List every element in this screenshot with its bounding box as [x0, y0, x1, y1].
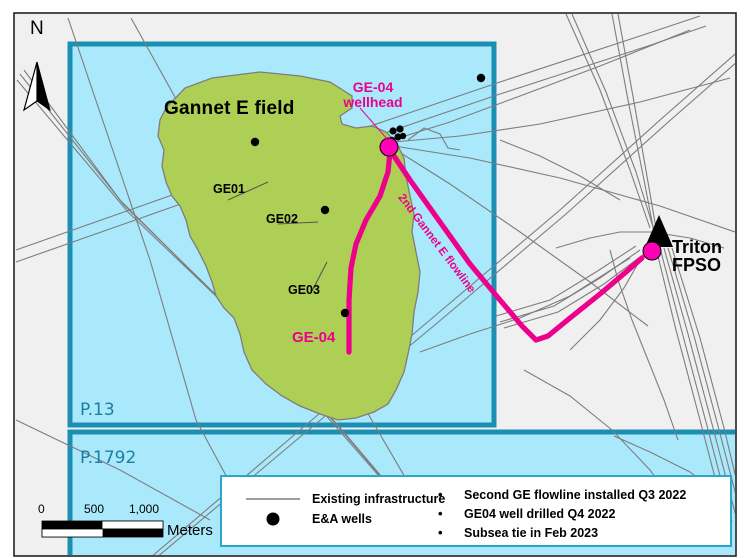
- scale-unit-label: Meters: [167, 522, 213, 539]
- legend-note-1: Second GE flowline installed Q3 2022: [464, 487, 687, 502]
- legend-bullet-icon: •: [438, 506, 443, 521]
- scale-bar: [41, 520, 164, 538]
- well-label-ge04: GE-04: [292, 329, 336, 346]
- north-letter-label: N: [30, 18, 44, 39]
- triton-fpso-marker[interactable]: [642, 215, 673, 261]
- legend-item-ea-wells: E&A wells: [242, 509, 445, 529]
- legend-note-row: • Second GE flowline installed Q3 2022: [438, 485, 686, 504]
- north-arrow-shadow: [36, 61, 51, 112]
- legend-item-infrastructure: Existing infrastructure: [242, 489, 445, 509]
- line-symbol-icon: [246, 498, 300, 500]
- ge04-wellhead-label-line2: wellhead: [343, 93, 403, 110]
- ea-well-dot: [476, 73, 486, 83]
- triton-fpso-label: Triton FPSO: [672, 238, 722, 275]
- ea-well-dot: [250, 137, 260, 147]
- well-label-ge01: GE01: [213, 182, 245, 196]
- wellhead-dot-cluster: [388, 125, 407, 144]
- wellhead-symbol: [379, 137, 399, 157]
- legend-label-ea-wells: E&A wells: [312, 512, 372, 526]
- flowline-well-segment: [346, 149, 393, 355]
- legend-note-3: Subsea tie in Feb 2023: [464, 525, 599, 540]
- legend-note-2: GE04 well drilled Q4 2022: [464, 506, 616, 521]
- well-label-leaders: [227, 181, 328, 292]
- scale-tick-0: 0: [38, 502, 45, 516]
- license-block-label-p13: P.13: [80, 400, 115, 420]
- scale-tick-500: 500: [84, 502, 105, 516]
- license-block-label-p1792: P.1792: [80, 448, 137, 468]
- well-label-ge02: GE02: [266, 212, 298, 226]
- ea-well-dot: [320, 205, 330, 215]
- fpso-label-line2: FPSO: [672, 255, 722, 276]
- scale-tick-1000: 1,000: [129, 502, 160, 516]
- second-gannet-e-flowline: [346, 147, 645, 355]
- north-arrow: [22, 61, 51, 112]
- wellhead-leader-line: [359, 107, 389, 141]
- well-label-ge03: GE03: [288, 283, 320, 297]
- legend-note-row: • Subsea tie in Feb 2023: [438, 523, 686, 542]
- fpso-tie-in-symbol: [642, 241, 662, 261]
- legend-label-infrastructure: Existing infrastructure: [312, 492, 446, 506]
- gannet-e-field-polygon: [157, 71, 421, 421]
- legend-notes: • Second GE flowline installed Q3 2022 •…: [438, 485, 686, 542]
- ea-well-dot: [340, 308, 350, 318]
- legend-bullet-icon: •: [438, 525, 443, 540]
- fpso-triangle-icon: [645, 215, 673, 247]
- scale-bar-bottom-alt: [41, 528, 104, 538]
- dot-symbol-icon: [266, 512, 280, 526]
- ge04-wellhead-label-line1: GE-04: [352, 79, 394, 95]
- legend-bullet-icon: •: [438, 487, 443, 502]
- legend-symbols: Existing infrastructure E&A wells: [242, 489, 445, 529]
- ea-well-dots: [250, 73, 486, 318]
- ge04-wellhead-label: GE-04 wellhead: [333, 80, 413, 109]
- legend-note-row: • GE04 well drilled Q4 2022: [438, 504, 686, 523]
- legend-box: Existing infrastructure E&A wells • Seco…: [220, 475, 732, 547]
- field-title-label: Gannet E field: [164, 98, 295, 119]
- flowline-tieback-segment: [387, 147, 645, 343]
- scale-bar-top-alt: [101, 520, 164, 530]
- fpso-label-line1: Triton: [672, 237, 722, 257]
- ge04-wellhead-marker[interactable]: [379, 125, 407, 157]
